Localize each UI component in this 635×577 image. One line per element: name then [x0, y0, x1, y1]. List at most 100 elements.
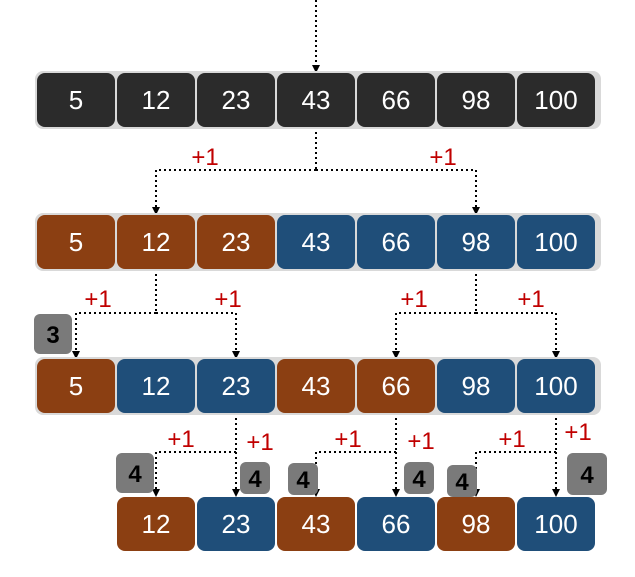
- cell-value: 98: [462, 509, 491, 539]
- cell-value: 98: [462, 85, 491, 115]
- array-cell: 98: [437, 73, 515, 127]
- cell-value: 100: [534, 371, 577, 401]
- array-cell: 5: [37, 215, 115, 269]
- array-cell: 66: [357, 73, 435, 127]
- increment-label: +1: [517, 286, 544, 313]
- increment-label: +1: [191, 144, 218, 171]
- cell-box: [517, 359, 595, 413]
- array-row-0: 5 12 23 43 66 98 100: [35, 71, 601, 129]
- cell-box: [37, 359, 115, 413]
- cell-value: 12: [142, 227, 171, 257]
- cell-value: 23: [222, 227, 251, 257]
- increment-label: +1: [564, 419, 591, 446]
- array-cell: 98: [437, 497, 515, 551]
- cell-box: [517, 215, 595, 269]
- badge-box: [567, 453, 607, 495]
- cell-box: [117, 497, 195, 551]
- cell-value: 12: [142, 509, 171, 539]
- cell-value: 5: [69, 85, 83, 115]
- increment-label: +1: [400, 286, 427, 313]
- cell-box: [437, 215, 515, 269]
- badge-box: [447, 465, 477, 497]
- cell-box: [37, 73, 115, 127]
- cell-box: [117, 359, 195, 413]
- array-cell: 43: [277, 73, 355, 127]
- badge-value: 4: [412, 466, 426, 493]
- increment-label: +1: [429, 144, 456, 171]
- increment-label: +1: [246, 429, 273, 456]
- array-cell: 43: [277, 215, 355, 269]
- cell-value: 23: [222, 509, 251, 539]
- array-row-3: 12 23 43 66 98 100: [117, 497, 595, 551]
- cell-box: [117, 73, 195, 127]
- cell-box: [277, 497, 355, 551]
- array-cell: 66: [357, 359, 435, 413]
- cell-box: [277, 215, 355, 269]
- cell-box: [277, 359, 355, 413]
- badge-box: [240, 462, 270, 494]
- cell-value: 98: [462, 371, 491, 401]
- cell-box: [357, 215, 435, 269]
- connector-line: [152, 169, 316, 215]
- comparison-count-badge: 4: [240, 462, 270, 494]
- comparison-count-badge: 3: [34, 314, 72, 354]
- comparison-count-badge: 4: [116, 453, 154, 493]
- cell-box: [517, 73, 595, 127]
- array-cell: 12: [117, 73, 195, 127]
- cell-value: 100: [534, 227, 577, 257]
- array-cell: 5: [37, 73, 115, 127]
- cell-value: 100: [534, 509, 577, 539]
- cell-box: [197, 73, 275, 127]
- cell-value: 5: [69, 371, 83, 401]
- cell-value: 23: [222, 371, 251, 401]
- cell-box: [197, 497, 275, 551]
- array-cell: 100: [517, 73, 595, 127]
- array-cell: 12: [117, 359, 195, 413]
- array-cell: 23: [197, 497, 275, 551]
- connector-line: [392, 312, 476, 359]
- array-cell: 43: [277, 359, 355, 413]
- array-cell: 23: [197, 215, 275, 269]
- cell-box: [437, 73, 515, 127]
- array-cell: 12: [117, 497, 195, 551]
- cell-box: [117, 215, 195, 269]
- badge-value: 4: [455, 469, 469, 496]
- comparison-count-badge: 4: [447, 465, 477, 497]
- cell-value: 66: [382, 85, 411, 115]
- connector-line: [152, 451, 236, 497]
- array-cell: 5: [37, 359, 115, 413]
- connector-line: [472, 451, 556, 497]
- cell-box: [37, 215, 115, 269]
- cell-value: 12: [142, 85, 171, 115]
- cell-value: 66: [382, 509, 411, 539]
- cell-value: 23: [222, 85, 251, 115]
- badge-value: 4: [296, 467, 310, 494]
- array-cell: 66: [357, 215, 435, 269]
- increment-label: +1: [498, 426, 525, 453]
- cell-value: 100: [534, 85, 577, 115]
- array-cell: 100: [517, 359, 595, 413]
- cell-box: [357, 73, 435, 127]
- array-cell: 100: [517, 497, 595, 551]
- comparison-count-badge: 4: [288, 463, 318, 495]
- array-cell: 43: [277, 497, 355, 551]
- array-cell: 98: [437, 215, 515, 269]
- badge-box: [116, 453, 154, 493]
- cell-box: [277, 73, 355, 127]
- connector-line: [312, 451, 396, 497]
- increment-labels: +1+1+1+1+1+1+1+1+1+1+1+1: [84, 144, 591, 456]
- cell-box: [517, 497, 595, 551]
- increment-label: +1: [407, 428, 434, 455]
- badge-value: 3: [46, 322, 59, 349]
- cell-value: 5: [69, 227, 83, 257]
- cell-value: 43: [302, 85, 331, 115]
- increment-label: +1: [167, 426, 194, 453]
- connector-line: [476, 312, 560, 359]
- comparison-count-badge: 4: [404, 462, 434, 494]
- array-cell: 66: [357, 497, 435, 551]
- cell-box: [357, 359, 435, 413]
- array-cell: 98: [437, 359, 515, 413]
